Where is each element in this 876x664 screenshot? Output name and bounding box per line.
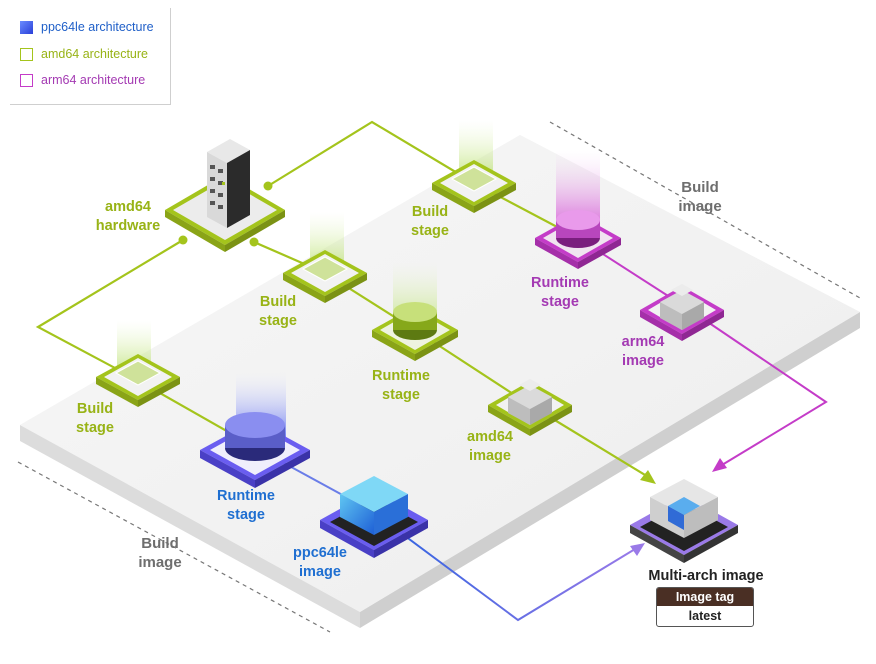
legend-label-arm64: arm64 architecture [41,73,146,87]
legend-label-amd64: amd64 architecture [41,47,149,61]
multi-arch-image-node [630,479,738,563]
build-image-bottom-label: Build image [138,535,182,571]
ppc64le-image-node [320,476,428,558]
legend: ppc64le architecture amd64 architecture … [10,8,171,105]
runtime-stage-amd-label: Runtime stage [372,368,430,403]
runtime-stage-arm-node [535,150,621,269]
amd64-image-label: amd64 image [467,429,513,464]
amd64-hardware-label: amd64 hardware [95,199,161,234]
amd64-hardware-node [165,139,285,252]
build-stage-mid-label: Build stage [259,294,297,329]
arm64-image-label: arm64 image [621,334,665,369]
build-image-top-label: Build image [678,179,722,215]
legend-label-ppc64le: ppc64le architecture [41,20,154,34]
arm64-swatch-icon [20,73,33,87]
build-stage-top-node [432,120,516,213]
legend-item-ppc64le: ppc64le architecture [20,18,154,36]
legend-item-arm64: arm64 architecture [20,71,145,89]
build-stage-left-label: Build stage [76,401,114,436]
amd64-swatch-icon [20,47,33,61]
build-stage-top-label: Build stage [411,204,449,239]
runtime-stage-ppc-label: Runtime stage [217,488,275,523]
runtime-stage-arm-label: Runtime stage [531,275,589,310]
ppc64le-swatch-icon [20,20,33,34]
build-stage-left-node [96,320,180,407]
arm64-image-node [640,284,724,341]
ppc64le-image-label: ppc64le image [293,545,347,580]
image-tag-box: Image tag latest [656,587,754,627]
runtime-stage-ppc-node [200,372,310,488]
image-tag-header: Image tag [657,588,753,606]
amd64-image-node [488,379,572,436]
runtime-stage-amd-node [372,262,458,361]
base-plates [17,121,861,633]
multi-arch-image-label: Multi-arch image [648,568,764,584]
build-stage-mid-node [283,212,367,303]
image-tag-value: latest [688,609,722,623]
legend-item-amd64: amd64 architecture [20,45,148,63]
